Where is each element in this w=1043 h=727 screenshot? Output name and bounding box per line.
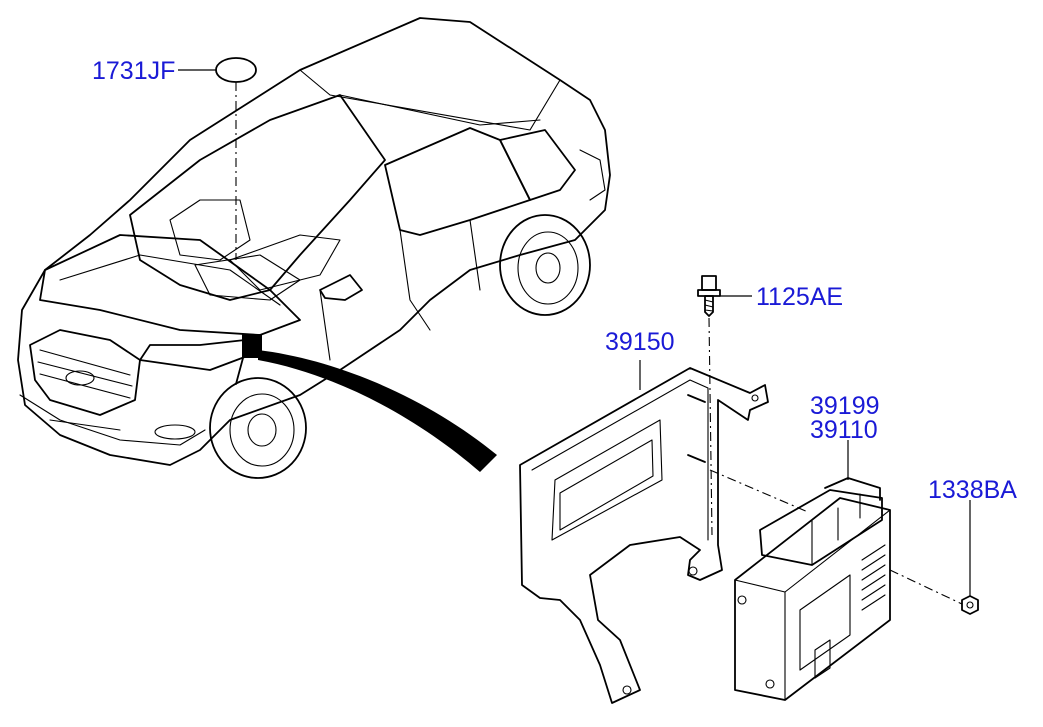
callout-arrow xyxy=(258,350,497,472)
nut-icon xyxy=(961,595,979,615)
part-label-1125ae[interactable]: 1125AE xyxy=(756,283,844,311)
bracket-icon xyxy=(519,367,769,704)
ecu-module-icon xyxy=(734,477,891,701)
part-label-1338ba[interactable]: 1338BA xyxy=(928,476,1017,504)
vehicle-illustration xyxy=(17,17,611,479)
part-label-1731jf[interactable]: 1731JF xyxy=(92,57,176,85)
part-label-39110[interactable]: 39110 xyxy=(810,416,878,444)
bolt-icon xyxy=(697,275,721,317)
part-label-39150[interactable]: 39150 xyxy=(605,328,675,356)
grommet-icon xyxy=(215,57,257,83)
part-label-39199[interactable]: 39199 xyxy=(810,392,880,420)
